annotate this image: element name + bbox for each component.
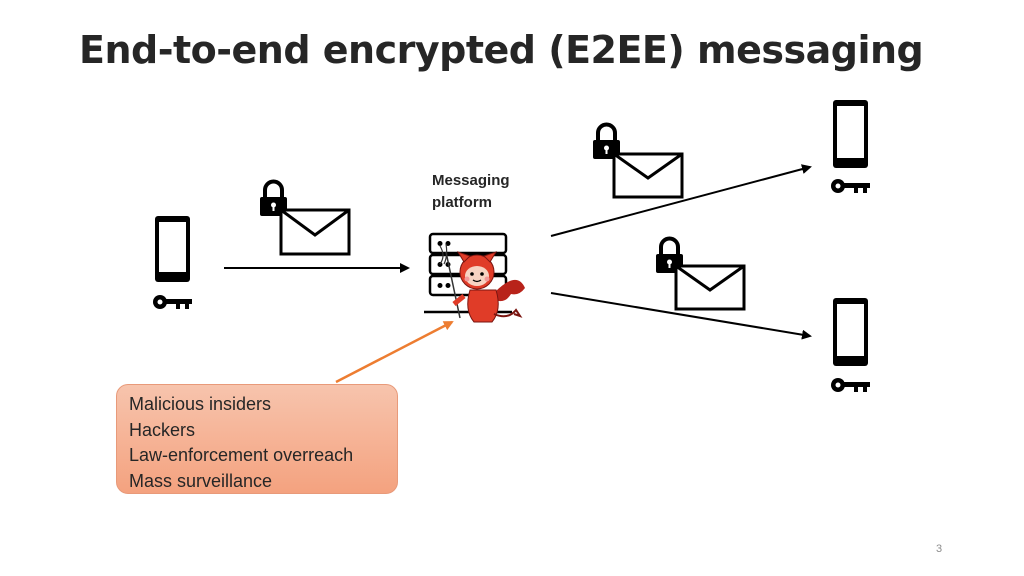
slide-title: End-to-end encrypted (E2EE) messaging <box>79 28 924 72</box>
forward-arrow-bottom <box>550 292 812 340</box>
threat-item: Malicious insiders <box>129 394 272 414</box>
platform-label-line1: Messaging <box>432 172 510 189</box>
sender-phone-icon <box>155 216 190 282</box>
platform-label-line2: platform <box>432 194 492 211</box>
sender-key-icon <box>153 295 192 309</box>
recipient-bottom-phone-icon <box>833 298 868 366</box>
threats-box: Malicious insiders Hackers Law-enforceme… <box>116 384 398 494</box>
recipient-top-phone-icon <box>833 100 868 168</box>
envelope-icon <box>612 152 684 199</box>
threat-item: Law-enforcement overreach <box>129 445 354 465</box>
envelope-icon <box>674 264 746 311</box>
threat-item: Mass surveillance <box>129 470 273 491</box>
messaging-platform-label: Messaging platform <box>432 170 542 214</box>
page-number: 3 <box>936 543 943 555</box>
forward-arrow-top <box>550 164 812 237</box>
recipient-top-key-icon <box>831 179 870 193</box>
threat-arrow <box>335 320 454 384</box>
threat-item: Hackers <box>129 419 196 440</box>
recipient-bottom-key-icon <box>831 378 870 392</box>
devil-icon <box>439 243 525 323</box>
envelope-icon <box>279 208 351 256</box>
